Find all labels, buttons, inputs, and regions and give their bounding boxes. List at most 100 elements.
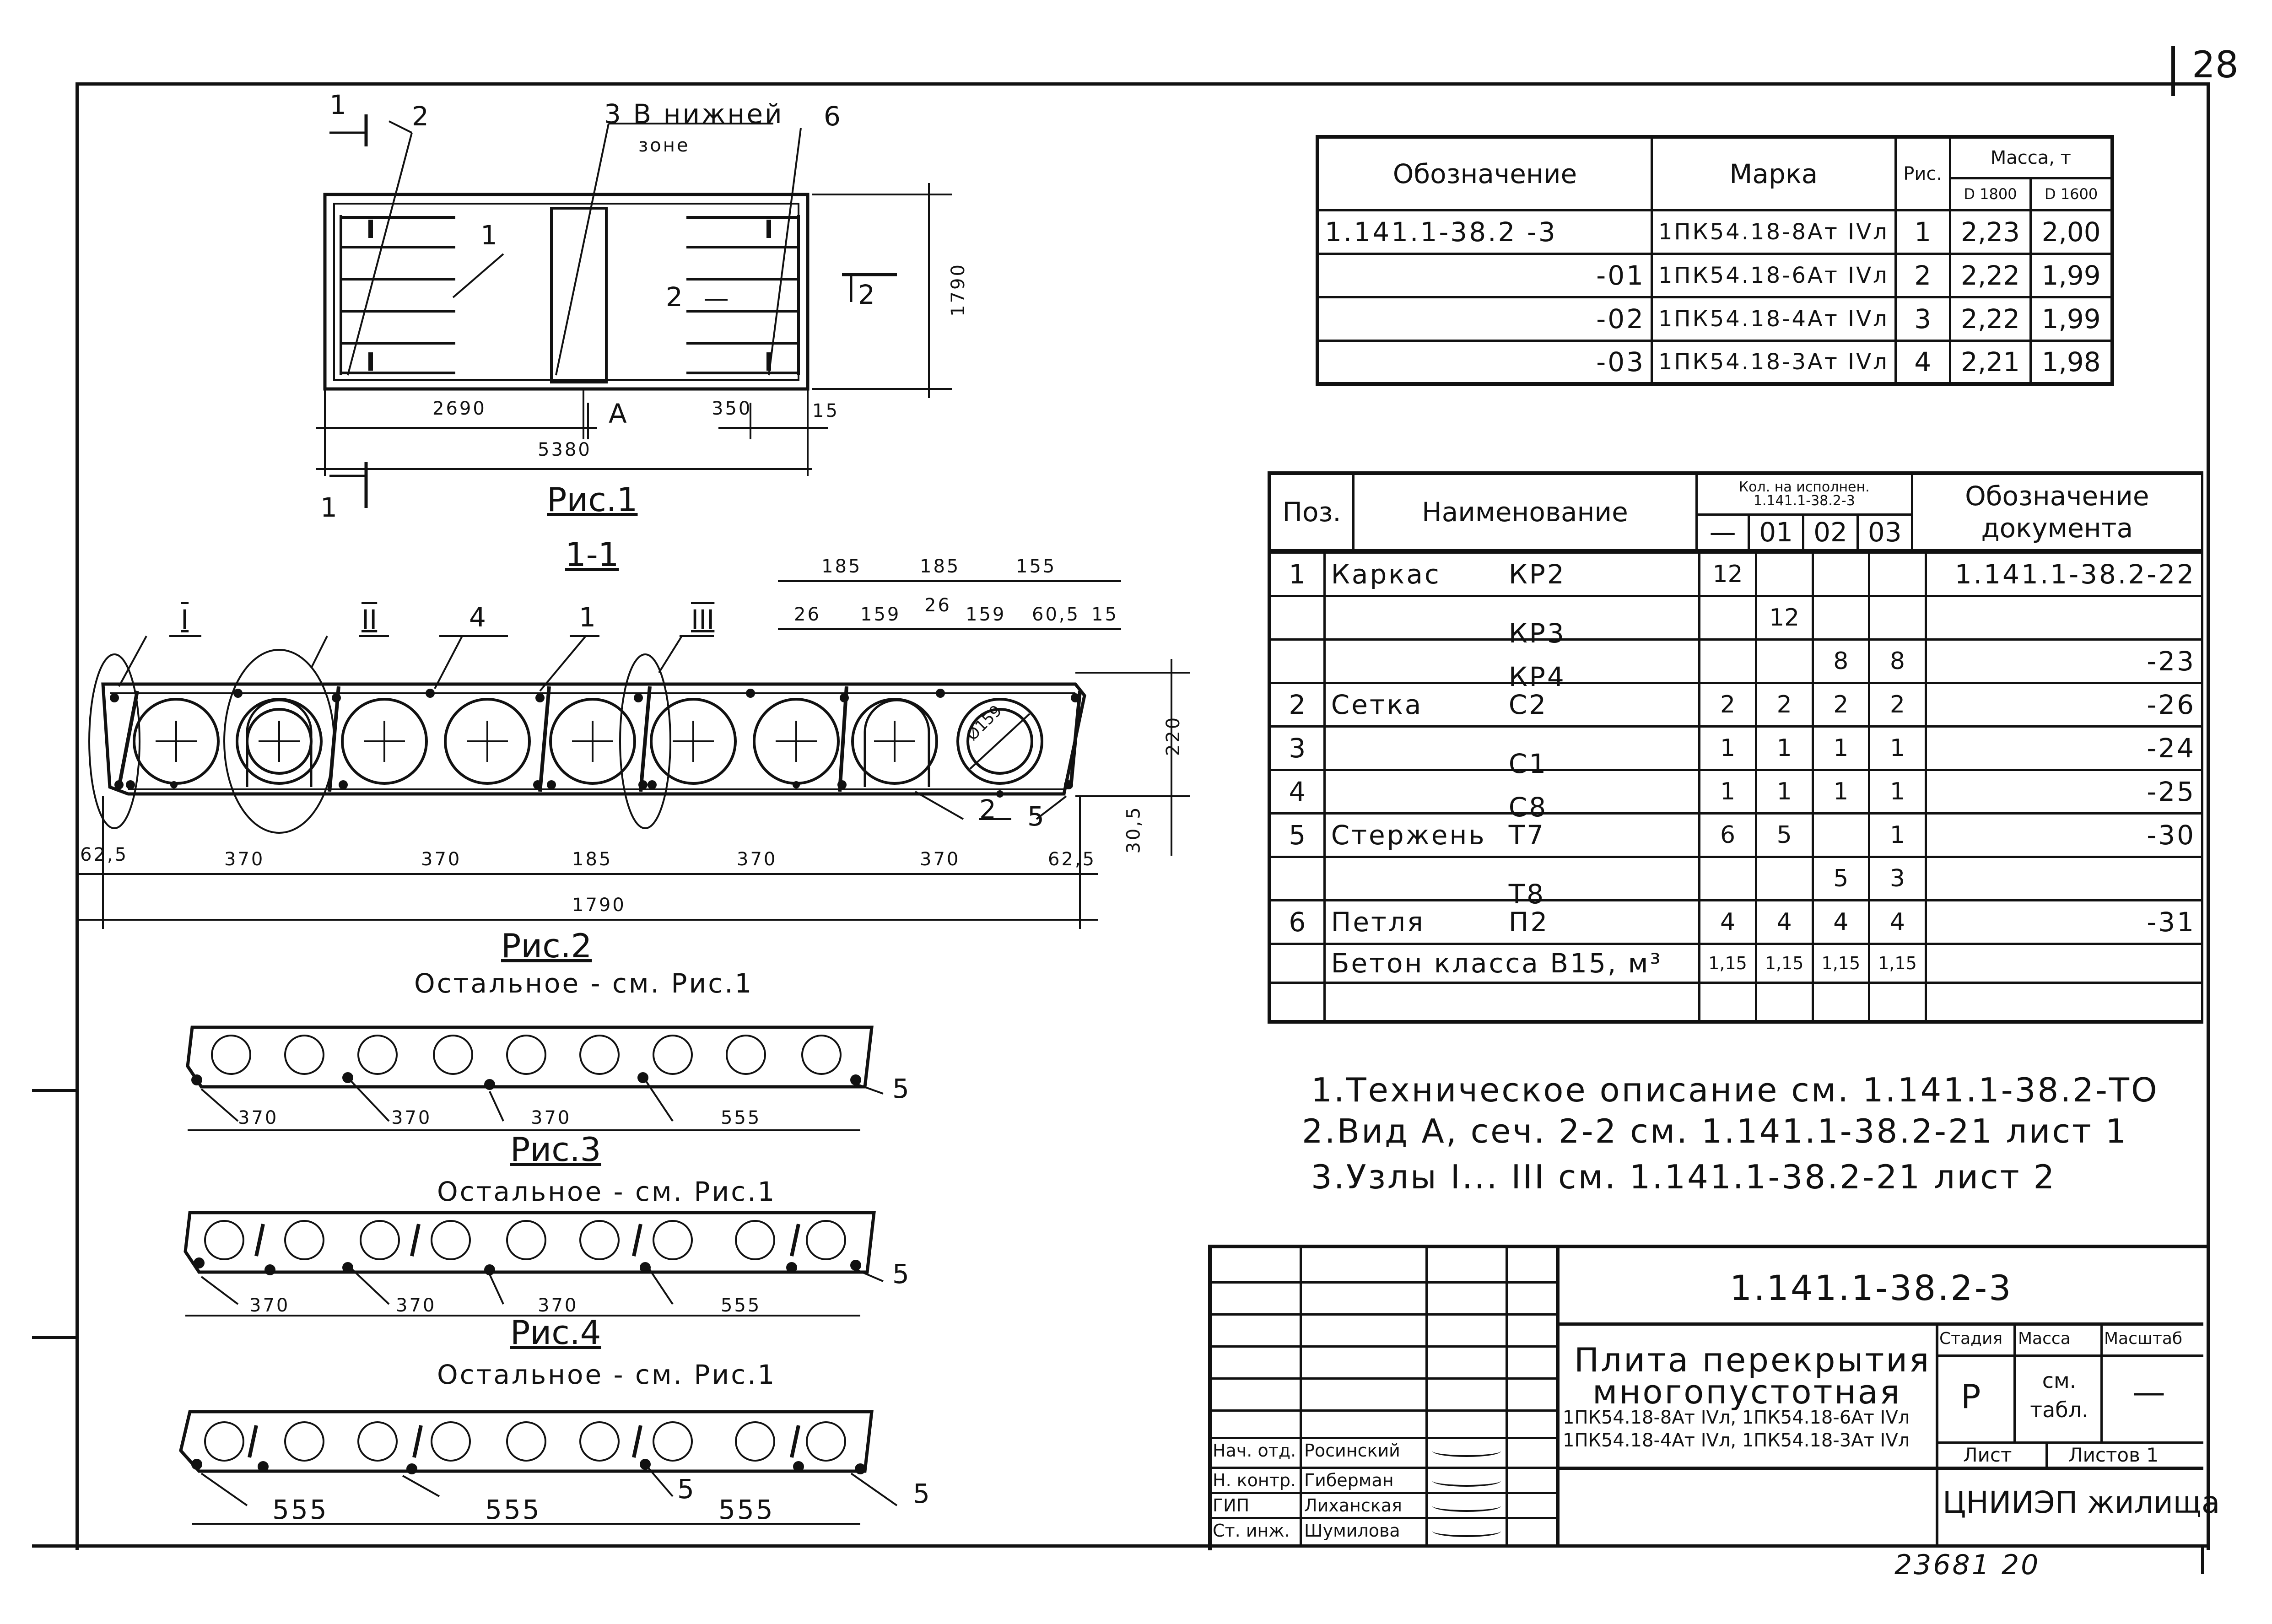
table-row [1268, 982, 2204, 1023]
signature-scribble [1432, 1475, 1501, 1487]
signature-name: Шумилова [1304, 1521, 1400, 1541]
fig1-callout: 1 [320, 492, 337, 523]
spec-cell-qty [1811, 982, 1871, 1023]
spec-cell-qty: 2 [1811, 682, 1871, 728]
fig2-bottom-dim: 370 [421, 849, 462, 870]
marks-cell-d1800: 2,22 [1948, 252, 2032, 298]
spec-cell-pos [1268, 943, 1326, 984]
title-grid-h [1556, 1467, 2203, 1470]
marks-cell-d1600: 1,99 [2029, 252, 2114, 298]
fig5-dim: 555 [272, 1494, 329, 1525]
spec-cell-qty: 1 [1811, 769, 1871, 815]
spec-cell-qty: 1 [1698, 725, 1757, 771]
fig2-callout: 5 [1027, 801, 1044, 832]
title-grid-h [1208, 1345, 1556, 1348]
spec-cell-doc [1924, 856, 2204, 901]
margin-tick [2201, 1547, 2204, 1574]
fig2-bottom-dim: 370 [224, 849, 265, 870]
spec-header-col: 02 [1802, 513, 1859, 552]
fig1-plan [316, 114, 952, 508]
fig1-dim: 1790 [947, 263, 969, 317]
spec-cell-qty [1754, 982, 1814, 1023]
spec-cell-qty [1754, 638, 1814, 684]
spec-cell-qty: 2 [1698, 682, 1757, 728]
marks-header-d1600: D 1600 [2029, 177, 2114, 211]
note-line: 3.Узлы I... III см. 1.141.1-38.2-21 лист… [1311, 1158, 2056, 1196]
fig4-dim: 370 [538, 1295, 578, 1316]
fig1-dim: 5380 [538, 439, 592, 460]
fig2-node-label: III [691, 604, 715, 635]
spec-cell-pos: 6 [1268, 899, 1326, 945]
spec-cell-qty: 4 [1754, 899, 1814, 945]
spec-cell-name: Бетон класса В15, м³ [1323, 943, 1701, 984]
spec-cell-qty: 1,15 [1811, 943, 1871, 984]
title-line2: многопустотная [1592, 1373, 1902, 1411]
fig3-note: Остальное - см. Рис.1 [437, 1176, 777, 1207]
spec-cell-qty [1868, 982, 1927, 1023]
marks-cell-d1800: 2,22 [1948, 296, 2032, 342]
fig2-top-dim: 159 [966, 604, 1006, 625]
marks-table: Обозначение Марка Рис. Масса, т D 1800 D… [1316, 135, 2114, 386]
fig4-callout: 5 [892, 1258, 909, 1289]
stage-value: Р [1961, 1377, 1981, 1416]
spec-code: Т7 [1508, 820, 1546, 851]
title-grid-h [1556, 1322, 2203, 1326]
title-grid-v [2013, 1322, 2016, 1441]
spec-cell-name: КР4 [1323, 638, 1701, 692]
fig1-section-label: 1-1 [565, 535, 619, 574]
spec-cell-name [1323, 982, 1701, 1023]
sheets-label: Листов 1 [2068, 1444, 2159, 1466]
spec-cell-qty: 12 [1754, 595, 1814, 641]
spec-cell-qty [1698, 856, 1757, 901]
spec-name: Сетка [1331, 689, 1423, 720]
fig2-node-label: II [362, 604, 378, 635]
stage-label: Стадия [1939, 1329, 2003, 1348]
fig5-dim: 555 [718, 1494, 775, 1525]
marks-header-d1800: D 1800 [1948, 177, 2032, 211]
spec-cell-pos: 5 [1268, 812, 1326, 858]
fig3-dim: 370 [531, 1107, 572, 1128]
spec-cell-qty [1811, 595, 1871, 641]
fig2-top-dim: 26 [794, 604, 821, 625]
spec-cell-doc: -31 [1924, 899, 2204, 945]
sheet-label: Лист [1963, 1444, 2012, 1466]
fig1-callout: 1 [480, 220, 497, 251]
fig4-dim: 555 [721, 1295, 761, 1316]
spec-cell-pos: 1 [1268, 551, 1326, 597]
spec-cell-qty [1698, 595, 1757, 641]
fig4-dim: 370 [396, 1295, 437, 1316]
fig1-callout: 1 [329, 89, 346, 120]
spec-cell-qty: 1 [1754, 769, 1814, 815]
spec-cell-qty: 4 [1868, 899, 1927, 945]
spec-cell-name: С8 [1323, 769, 1701, 823]
note-line: 1.Техническое описание см. 1.141.1-38.2-… [1311, 1071, 2159, 1109]
spec-header-doc: Обозначение документа [1910, 472, 2204, 552]
fig2-side-dim: 220 [1163, 715, 1184, 756]
fig1-callout: 2 [412, 101, 429, 132]
spec-cell-pos [1268, 595, 1326, 641]
signature-role: ГИП [1213, 1495, 1250, 1516]
marks-cell-d1600: 1,99 [2029, 296, 2114, 342]
fig1-callout: 3 В нижней [604, 98, 784, 129]
title-grid-h [1208, 1437, 1556, 1439]
marks-cell-designation: -01 [1316, 252, 1653, 298]
spec-cell-pos: 2 [1268, 682, 1326, 728]
spec-code: С2 [1508, 689, 1548, 720]
fig1-caption: Рис.1 [547, 480, 638, 519]
marks-cell-mark: 1ПК54.18-6Ат IVл [1651, 252, 1897, 298]
reinforcement-dots [110, 689, 1080, 1474]
title-grid-h [1208, 1377, 1556, 1380]
table-row: -02 1ПК54.18-4Ат IVл 3 2,22 1,99 [1316, 296, 2114, 342]
marks-cell-d1800: 2,23 [1948, 209, 2032, 255]
marks-cell-designation: -03 [1316, 339, 1653, 385]
